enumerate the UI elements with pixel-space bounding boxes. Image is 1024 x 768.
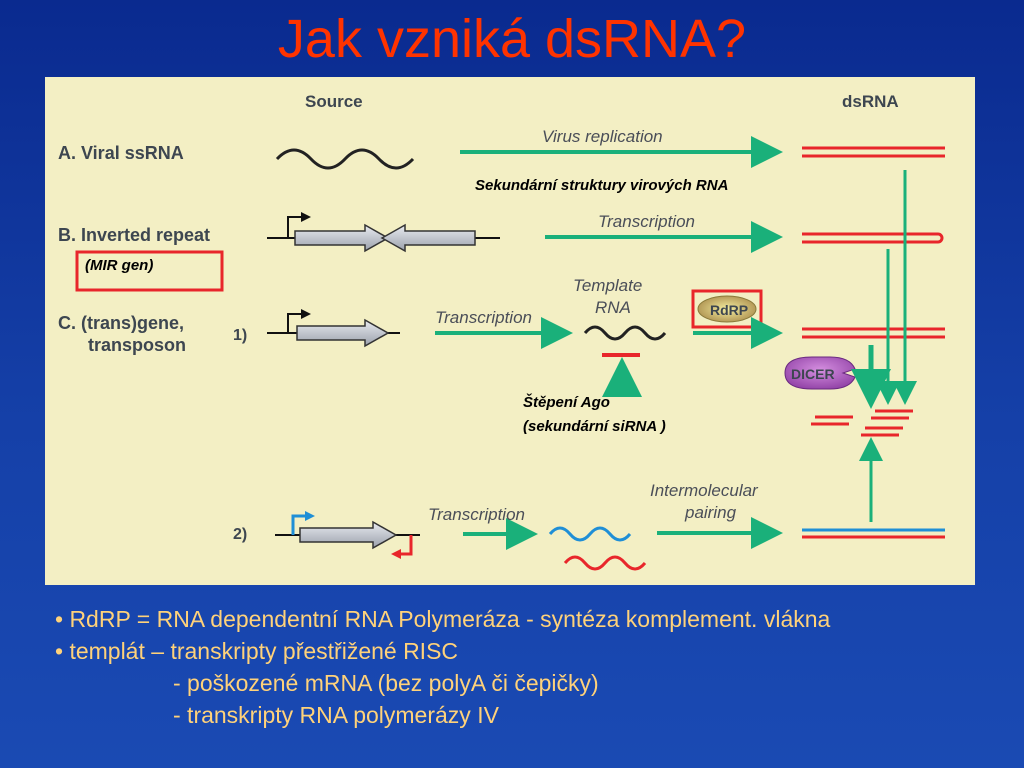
row-c2-forward-promoter-arrowhead	[305, 511, 315, 521]
label-rdrp: RdRP	[710, 302, 748, 318]
viral-ssrna-wave	[275, 148, 415, 170]
annotation-mir-gen: (MIR gen)	[85, 257, 153, 274]
sub-label-1: 1)	[233, 327, 247, 344]
row-c2-reverse-promoter-icon	[399, 535, 413, 556]
label-transcription-c2: Transcription	[428, 505, 525, 524]
sense-rna-blue-wave	[548, 526, 632, 542]
inverted-repeat-forward	[294, 223, 390, 253]
sub-label-2: 2)	[233, 526, 247, 543]
label-template-rna-line2: RNA	[595, 298, 631, 317]
mir-gen-highlight-box	[75, 250, 224, 292]
label-virus-replication: Virus replication	[542, 127, 663, 146]
bullet-list: • RdRP = RNA dependentní RNA Polymeráza …	[55, 603, 1015, 731]
label-dicer: DICER	[791, 366, 835, 382]
label-intermolecular-line2: pairing	[684, 503, 737, 522]
row-b-label: B. Inverted repeat	[58, 225, 210, 245]
rdrp-highlight-box	[691, 289, 763, 329]
label-intermolecular-line1: Intermolecular	[650, 481, 759, 500]
label-template-rna-line1: Template	[573, 276, 642, 295]
dicer-enzyme-icon	[784, 356, 856, 390]
inverted-repeat-reverse	[380, 223, 476, 253]
bullet-template: • templát – transkripty přestřižené RISC	[55, 638, 459, 664]
annotation-secondary-structures: Sekundární struktury virových RNA	[475, 177, 728, 194]
row-c-label-line2: transposon	[88, 335, 186, 355]
bullet-sub-damaged-mrna: - poškozené mRNA (bez polyA či čepičky)	[173, 670, 599, 696]
diagram-canvas: Source dsRNA A. Viral ssRNA B. Inverted …	[58, 92, 945, 571]
row-c2-reverse-promoter-arrowhead	[391, 549, 401, 559]
sirna-fragments	[811, 409, 913, 437]
row-a-label: A. Viral ssRNA	[58, 143, 184, 163]
template-rna-wave	[583, 325, 667, 341]
bullet-sub-pol-iv: - transkripty RNA polymerázy IV	[173, 702, 499, 728]
row-c2-forward-promoter-icon	[291, 514, 307, 535]
row-b-promoter-arrowhead	[301, 212, 311, 222]
slide-title: Jak vzniká dsRNA?	[277, 9, 747, 69]
bullet-rdrp: • RdRP = RNA dependentní RNA Polymeráza …	[55, 606, 831, 632]
transgene-c1	[296, 318, 390, 348]
row-c1-promoter-icon	[287, 313, 303, 333]
header-source: Source	[305, 92, 363, 111]
antisense-rna-red-wave	[563, 555, 647, 571]
header-dsrna: dsRNA	[842, 92, 899, 111]
dsrna-b-hairpin	[802, 232, 944, 244]
label-transcription-b: Transcription	[598, 212, 695, 231]
row-c-label-line1: C. (trans)gene,	[58, 313, 184, 333]
row-c1-promoter-arrowhead	[301, 309, 311, 319]
dsrna-origin-diagram: Source dsRNA A. Viral ssRNA B. Inverted …	[45, 77, 975, 585]
transgene-c2	[299, 520, 398, 550]
rdrp-enzyme-icon	[697, 295, 757, 323]
row-b-promoter-icon	[287, 216, 303, 238]
annotation-ago-line1: Štěpení Ago	[523, 393, 610, 411]
annotation-ago-line2: (sekundární siRNA )	[523, 418, 666, 435]
label-transcription-c1: Transcription	[435, 308, 532, 327]
